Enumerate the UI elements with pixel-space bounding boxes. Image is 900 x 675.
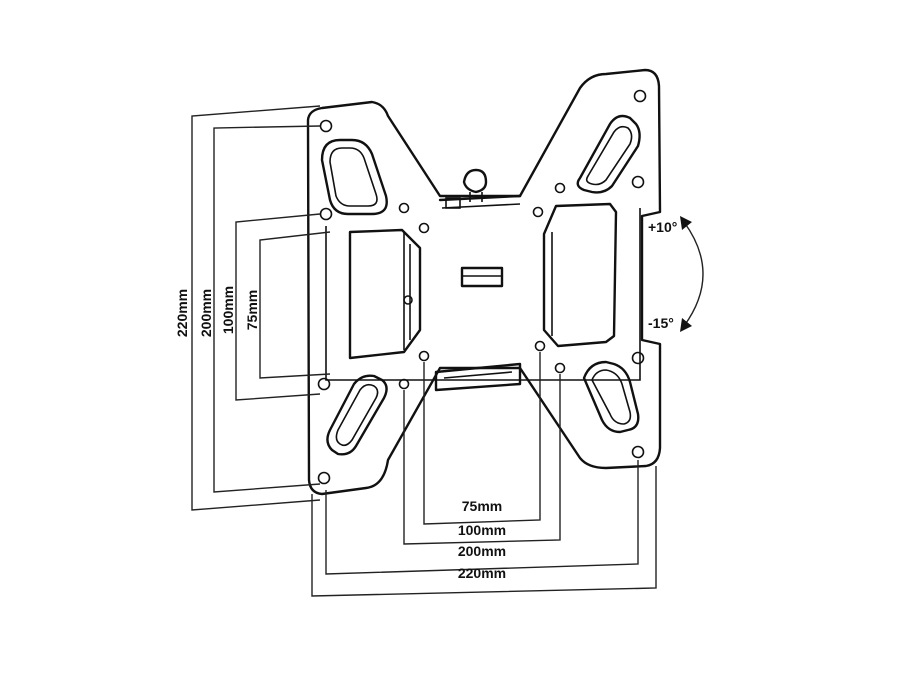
tilt-knob (462, 168, 488, 194)
tilt-down-label: -15° (648, 315, 674, 331)
plate-inner-frame (325, 208, 641, 381)
tilt-arrow-up-icon (680, 216, 692, 230)
vdim-label-220: 220mm (174, 289, 190, 337)
mounting-holes (317, 89, 647, 485)
hdim-label-220: 220mm (458, 565, 506, 581)
horizontal-dimensions: 75mm 100mm 200mm 220mm (311, 352, 657, 597)
slot-bottom-right (582, 360, 640, 434)
vdim-label-100: 100mm (220, 286, 236, 334)
slot-top-right (576, 114, 641, 194)
slot-top-left (320, 138, 388, 216)
tilt-up-label: +10° (648, 219, 677, 235)
right-bracket-arm (542, 202, 618, 348)
hdim-label-200: 200mm (458, 543, 506, 559)
vdim-label-75: 75mm (244, 290, 260, 330)
bracket-plate-outline (306, 68, 662, 496)
hanger-lip (434, 362, 522, 392)
lock-tab (460, 266, 504, 288)
tilt-arrow-down-icon (680, 318, 692, 332)
hdim-label-75: 75mm (462, 498, 502, 514)
vertical-dimensions: 220mm 200mm 100mm 75mm (174, 105, 331, 511)
slot-bottom-left (326, 374, 388, 456)
hdim-label-100: 100mm (458, 522, 506, 538)
left-bracket-arm (348, 228, 422, 360)
tilt-arc (683, 221, 704, 327)
tilt-mechanism (348, 168, 618, 392)
pivot-bolt-icon (403, 295, 413, 305)
slots (320, 114, 641, 456)
vdim-label-200: 200mm (198, 289, 214, 337)
tilt-indicator: +10° -15° (648, 216, 704, 332)
